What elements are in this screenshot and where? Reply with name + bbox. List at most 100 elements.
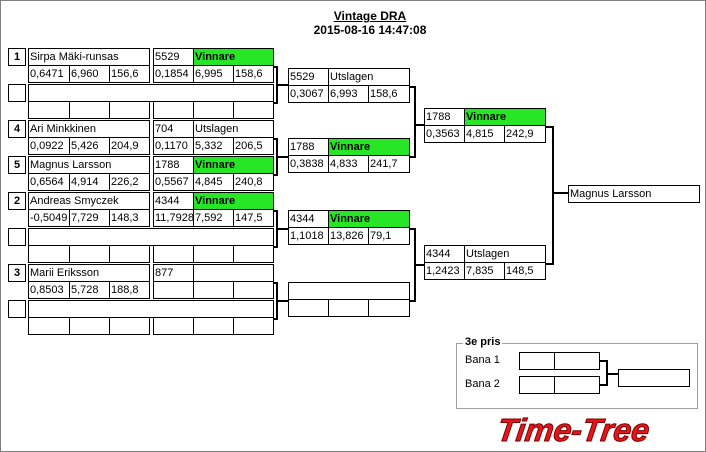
- car-number-cell: 1788: [424, 108, 465, 126]
- reaction-cell: 0,3067: [288, 85, 329, 103]
- et-cell: 5,728: [69, 281, 110, 299]
- car-number-cell: 4344: [153, 192, 194, 210]
- et-cell: 6,960: [69, 65, 110, 83]
- racer-name-cell: Sirpa Mäki-runsas: [28, 48, 150, 66]
- time-tree-logo: Time-Tree: [495, 412, 653, 448]
- reaction-cell: 0,5567: [153, 173, 194, 191]
- car-number-cell: 1788: [288, 138, 329, 156]
- speed-cell: 226,2: [109, 173, 150, 191]
- et-cell: 5,426: [69, 137, 110, 155]
- empty-cell: [193, 317, 234, 335]
- final-winner-cell: Magnus Larsson: [568, 185, 700, 203]
- reaction-cell: [153, 281, 194, 299]
- status-cell: Vinnare: [193, 192, 274, 210]
- empty-cell: [193, 245, 234, 263]
- reaction-cell: 0,1170: [153, 137, 194, 155]
- racer-name-cell: Andreas Smyczek: [28, 192, 150, 210]
- bracket-connector: [276, 156, 288, 158]
- seed-badge: 1: [8, 48, 26, 66]
- car-number-cell: 4344: [424, 245, 465, 263]
- bracket-connector: [600, 384, 608, 386]
- reaction-cell: 0,0922: [28, 137, 70, 155]
- status-cell: Vinnare: [464, 108, 546, 126]
- bracket-connector: [410, 86, 416, 88]
- bracket-connector: [276, 228, 288, 230]
- bracket-connector: [600, 360, 608, 362]
- bracket-connector: [606, 373, 618, 375]
- et-cell: 4,914: [69, 173, 110, 191]
- et-cell: 5,332: [193, 137, 234, 155]
- reaction-cell: -0,5049: [28, 209, 70, 227]
- empty-lane-row: [288, 282, 410, 300]
- empty-cell: [153, 245, 194, 263]
- car-number-cell: 704: [153, 120, 194, 138]
- lane-2-label: Bana 2: [465, 378, 500, 390]
- empty-cell: [233, 245, 274, 263]
- empty-cell: [109, 245, 150, 263]
- empty-cell: [193, 101, 234, 119]
- bracket-connector: [552, 192, 568, 194]
- status-cell: Utslagen: [193, 120, 274, 138]
- empty-lane-row: [28, 228, 274, 246]
- bracket-connector: [414, 264, 424, 266]
- empty-cell: [28, 245, 70, 263]
- speed-cell: 206,5: [233, 137, 274, 155]
- empty-cell: [69, 101, 110, 119]
- empty-cell: [69, 245, 110, 263]
- et-cell: [193, 281, 234, 299]
- et-cell: 6,995: [193, 65, 234, 83]
- empty-cell: [233, 101, 274, 119]
- status-cell: Utslagen: [328, 68, 410, 86]
- reaction-cell: 0,6471: [28, 65, 70, 83]
- bracket-connector: [414, 86, 416, 158]
- empty-cell: [153, 317, 194, 335]
- status-cell: Vinnare: [328, 138, 410, 156]
- empty-cell: [153, 101, 194, 119]
- et-cell: 13,826: [328, 227, 369, 245]
- seed-badge-empty: [8, 228, 26, 246]
- car-number-cell: 1788: [153, 156, 194, 174]
- empty-cell: [109, 101, 150, 119]
- bracket-connector: [410, 300, 416, 302]
- reaction-cell: 0,6564: [28, 173, 70, 191]
- speed-cell: 148,5: [504, 262, 546, 280]
- lane-1-field: [519, 352, 555, 370]
- reaction-cell: 0,3838: [288, 155, 329, 173]
- empty-cell: [368, 299, 410, 317]
- bracket-connector: [410, 156, 416, 158]
- reaction-cell: 0,8503: [28, 281, 70, 299]
- bracket-connector: [546, 126, 554, 128]
- et-cell: 7,835: [464, 262, 505, 280]
- bracket-connector: [414, 124, 424, 126]
- speed-cell: 188,8: [109, 281, 150, 299]
- empty-lane-row: [28, 84, 274, 102]
- third-prize-group: [456, 343, 698, 409]
- empty-lane-row: [28, 300, 274, 318]
- racer-name-cell: Marii Eriksson: [28, 264, 150, 282]
- speed-cell: 147,5: [233, 209, 274, 227]
- seed-badge: 3: [8, 264, 26, 282]
- empty-cell: [233, 317, 274, 335]
- reaction-cell: 0,3563: [424, 125, 465, 143]
- reaction-cell: 11,7928: [153, 209, 194, 227]
- empty-cell: [288, 299, 329, 317]
- empty-cell: [69, 317, 110, 335]
- lane-2-field: [519, 376, 555, 394]
- speed-cell: 156,6: [109, 65, 150, 83]
- status-cell: Vinnare: [193, 156, 274, 174]
- speed-cell: 158,6: [368, 85, 410, 103]
- speed-cell: [233, 281, 274, 299]
- speed-cell: 242,9: [504, 125, 546, 143]
- lane-2-field: [554, 376, 600, 394]
- reaction-cell: 1,2423: [424, 262, 465, 280]
- third-prize-winner-field: [618, 369, 690, 387]
- car-number-cell: 877: [153, 264, 194, 282]
- et-cell: 4,845: [193, 173, 234, 191]
- lane-1-field: [554, 352, 600, 370]
- seed-badge: 4: [8, 120, 26, 138]
- speed-cell: 204,9: [109, 137, 150, 155]
- et-cell: 7,592: [193, 209, 234, 227]
- bracket-connector: [546, 263, 554, 265]
- event-datetime: 2015-08-16 14:47:08: [313, 23, 427, 37]
- seed-badge: 2: [8, 192, 26, 210]
